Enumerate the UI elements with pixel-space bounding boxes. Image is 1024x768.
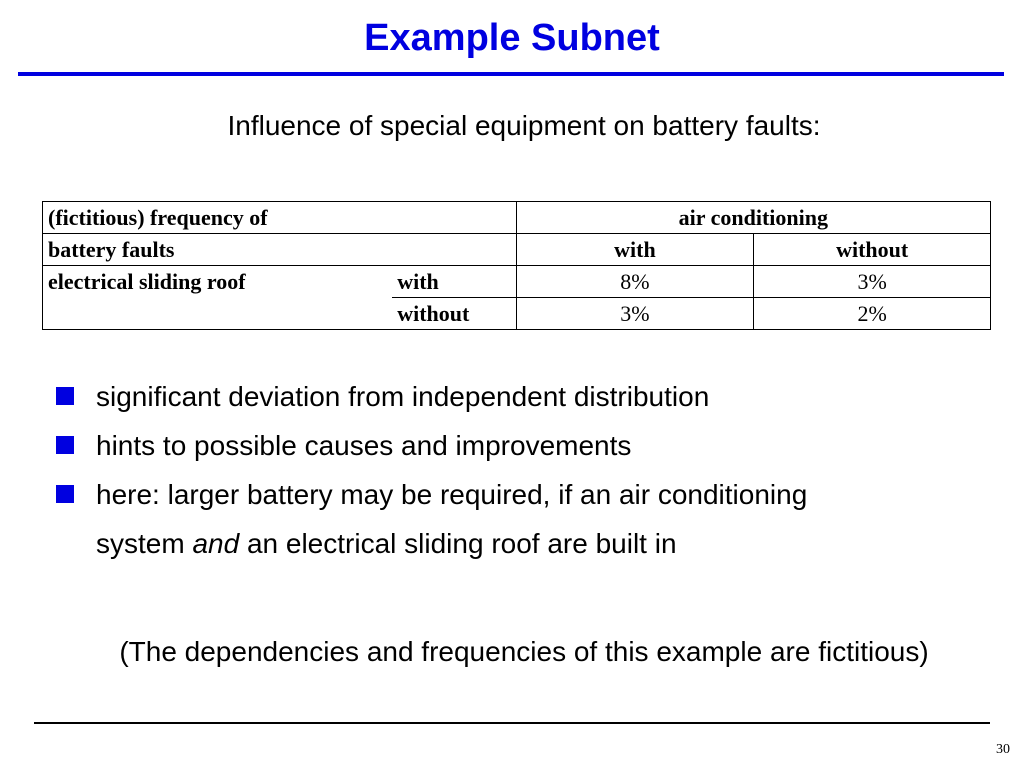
title-divider [18,72,1004,76]
table-cell: 3% [753,265,991,298]
bullet-text: hints to possible causes and improvement… [96,430,632,461]
slide-title: Example Subnet [364,17,660,59]
blue-square-bullet-icon [56,436,74,454]
table-cell: 8% [515,265,755,298]
table-row: battery faults with without [42,233,991,266]
table-row: without 3% 2% [42,297,991,330]
list-item: significant deviation from independent d… [56,372,1016,421]
bullet-text: system [96,528,185,559]
list-item-continuation: system and an electrical sliding roof ar… [56,519,1016,568]
bullet-text: significant deviation from independent d… [96,381,710,412]
table-header-cell: without [753,233,991,266]
list-item: hints to possible causes and improvement… [56,421,1016,470]
blue-square-bullet-icon [56,485,74,503]
bullet-text: an electrical sliding roof are built in [246,528,677,559]
table-header-cell: air conditioning [515,201,992,234]
table-cell-empty [42,297,393,330]
bullet-lead: here: [96,479,160,510]
table-row-label: electrical sliding roof [42,265,393,298]
list-item: here: larger battery may be required, if… [56,470,1016,519]
bullet-text: larger battery may be required, if an ai… [167,479,808,510]
table-row: (fictitious) frequency of air conditioni… [42,201,992,234]
slide-subtitle: Influence of special equipment on batter… [227,110,821,141]
emphasis-text: and [192,528,240,559]
table-row-sublabel: with [392,265,517,298]
table-header-cell: with [515,233,755,266]
blue-square-bullet-icon [56,387,74,405]
table-cell: 2% [753,297,991,330]
fictitious-note: (The dependencies and frequencies of thi… [119,636,929,667]
footer-divider [34,722,990,724]
table-header-cell: battery faults [42,233,517,266]
table-row-sublabel: without [392,297,517,330]
table-header-cell: (fictitious) frequency of [42,201,517,234]
battery-faults-table: (fictitious) frequency of air conditioni… [42,201,992,330]
table-row: electrical sliding roof with 8% 3% [42,265,991,298]
bullet-list: significant deviation from independent d… [56,372,1016,568]
table-cell: 3% [515,297,755,330]
page-number: 30 [996,742,1010,757]
